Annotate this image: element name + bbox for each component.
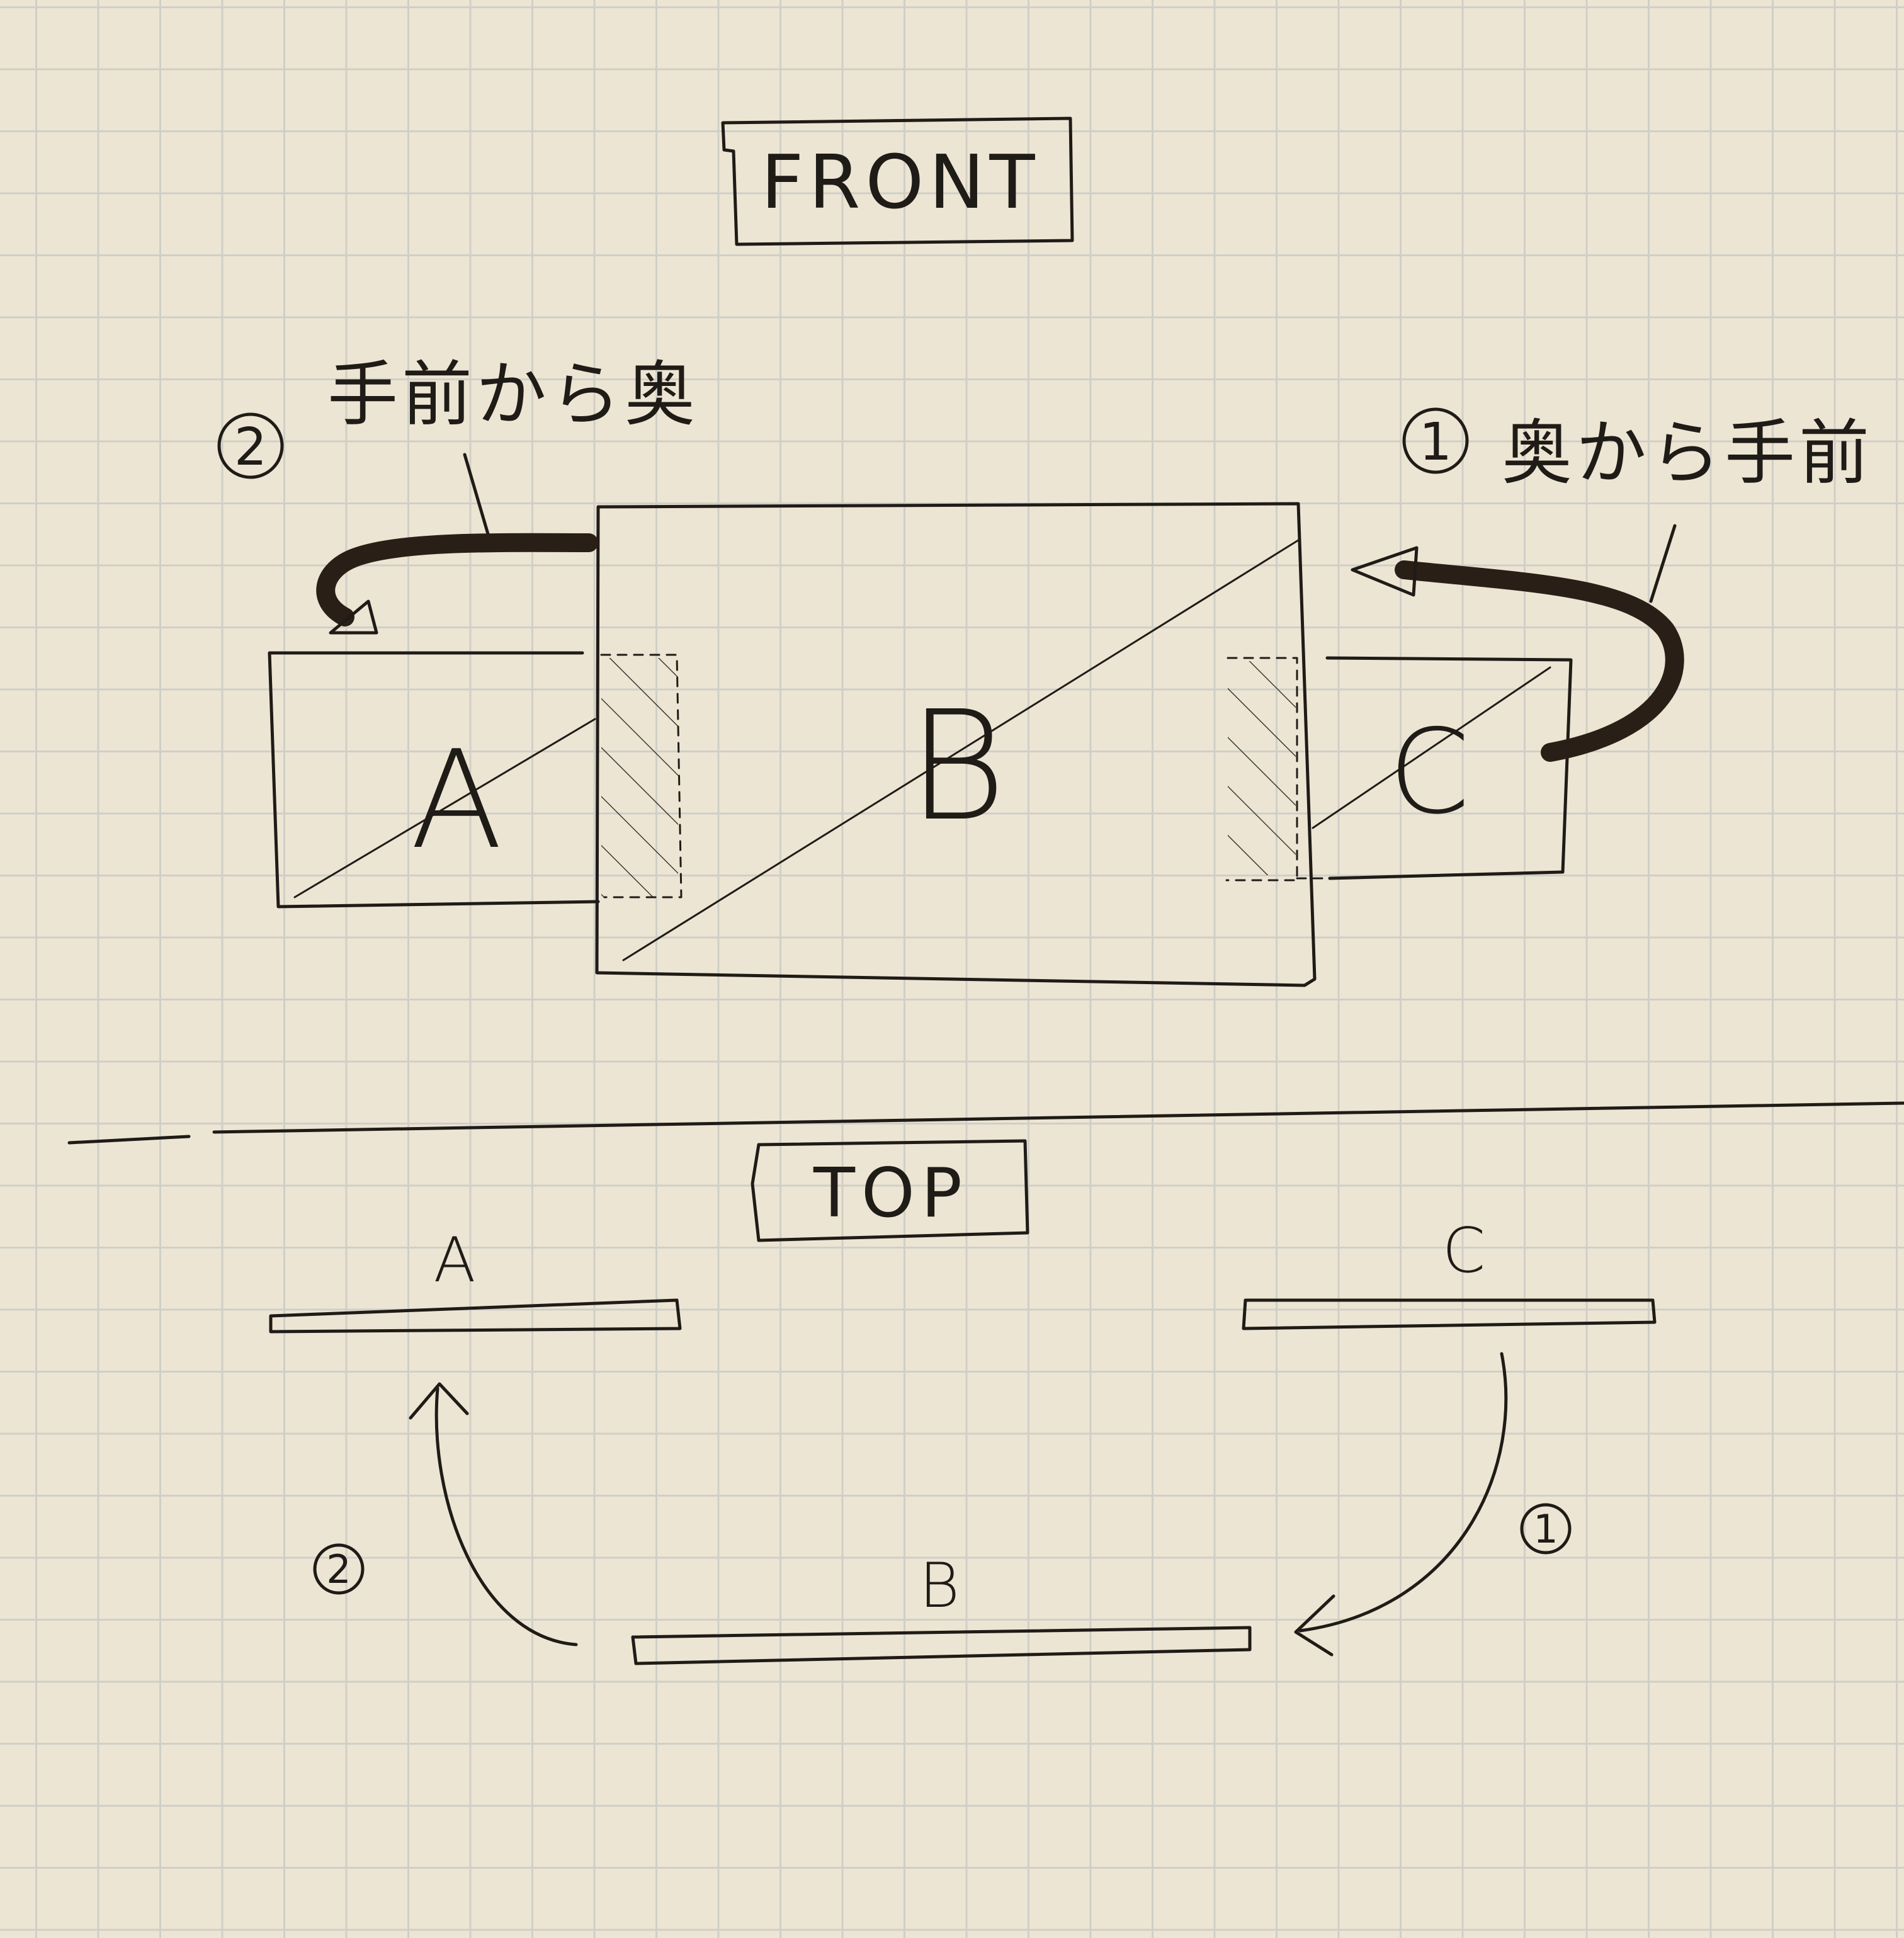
front-view: FRONT A B: [217, 116, 1873, 987]
step2-arrowhead-icon: [329, 599, 378, 635]
top-step1-number: 1: [1533, 1506, 1558, 1552]
top-panel-a: A: [269, 1225, 682, 1334]
front-panel-b: B: [595, 502, 1317, 987]
top-step2-number: 2: [326, 1546, 351, 1592]
step2-number-circle: [217, 412, 284, 479]
front-step2-text: 手前から奥: [327, 354, 699, 436]
top-panel-a-label: A: [433, 1225, 475, 1296]
top-step1-curve: [1298, 1352, 1508, 1633]
front-panel-c: C: [1296, 656, 1573, 880]
front-step2-annotation: 2 手前から奥: [217, 354, 699, 635]
top-step2-arrow: 2: [313, 1382, 578, 1646]
front-step1-annotation: 1 奥から手前: [1351, 407, 1873, 762]
front-overlap-ab: [600, 654, 683, 898]
step1-curved-arrow: [1395, 560, 1684, 762]
top-title-box: TOP: [751, 1139, 1029, 1242]
view-divider: [67, 1101, 1904, 1145]
step2-curved-arrow: [316, 533, 598, 626]
step2-leader-line: [463, 453, 490, 536]
top-step2-curve: [434, 1386, 578, 1646]
front-step2-number: 2: [234, 417, 267, 477]
top-panel-b: B: [631, 1550, 1252, 1665]
top-step1-circle: [1520, 1503, 1572, 1555]
step1-number-circle: [1402, 407, 1469, 474]
top-step2-circle: [313, 1543, 365, 1595]
top-panel-b-label: B: [919, 1550, 960, 1622]
front-title: FRONT: [761, 139, 1040, 225]
front-panel-a-label: A: [410, 721, 502, 879]
top-panel-c: C: [1242, 1215, 1657, 1330]
front-panel-c-label: C: [1388, 704, 1470, 840]
front-panel-a: A: [268, 651, 600, 909]
top-panel-c-label: C: [1442, 1215, 1485, 1287]
top-view: TOP A C B 1: [269, 1139, 1657, 1665]
step1-leader-line: [1649, 524, 1677, 603]
front-step1-number: 1: [1419, 412, 1452, 472]
step1-arrowhead-icon: [1351, 546, 1419, 597]
front-overlap-bc: [1225, 657, 1298, 881]
front-title-box: FRONT: [721, 116, 1074, 246]
front-step1-text: 奥から手前: [1502, 412, 1873, 494]
top-step1-arrowhead-icon: [1294, 1594, 1335, 1657]
top-step1-arrow: 1: [1294, 1352, 1572, 1657]
top-step2-arrowhead-icon: [409, 1382, 469, 1420]
front-panel-b-label: B: [907, 678, 1006, 854]
top-title: TOP: [813, 1154, 968, 1233]
